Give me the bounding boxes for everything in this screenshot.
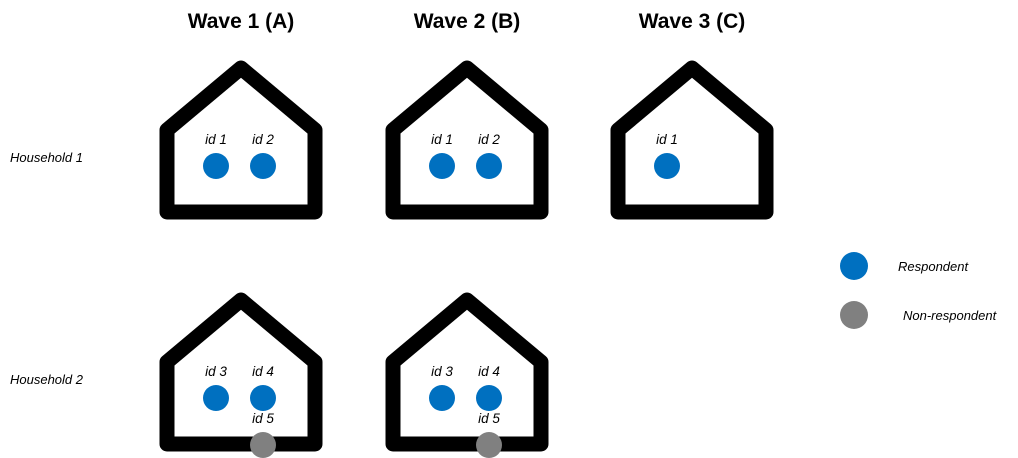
member-id-label: id 5 <box>252 411 274 426</box>
non-respondent-dot <box>250 432 276 458</box>
member-id-label: id 4 <box>252 364 274 379</box>
member-id-label: id 5 <box>478 411 500 426</box>
legend-respondent-swatch <box>840 252 868 280</box>
house-outline <box>610 60 774 220</box>
non-respondent-dot <box>476 432 502 458</box>
member-id-label: id 3 <box>205 364 227 379</box>
house: id 1 id 2 <box>385 60 549 220</box>
member-id-label: id 2 <box>478 132 500 147</box>
house: id 1 <box>610 60 774 220</box>
house: id 3 id 4 id 5 <box>385 292 549 458</box>
wave-title-3: Wave 3 (C) <box>639 10 746 33</box>
house-outline <box>385 292 549 452</box>
respondent-dot <box>429 153 455 179</box>
house-outline <box>385 60 549 220</box>
house: id 3 id 4 id 5 <box>159 292 323 458</box>
respondent-dot <box>250 153 276 179</box>
respondent-dot <box>203 385 229 411</box>
respondent-dot <box>476 153 502 179</box>
member-id-label: id 3 <box>431 364 453 379</box>
legend-non-respondent-swatch <box>840 301 868 329</box>
household-label-1: Household 1 <box>10 150 83 165</box>
wave-title-1: Wave 1 (A) <box>188 10 295 33</box>
member-id-label: id 2 <box>252 132 274 147</box>
member-id-label: id 4 <box>478 364 500 379</box>
respondent-dot <box>429 385 455 411</box>
house: id 1 id 2 <box>159 60 323 220</box>
respondent-dot <box>654 153 680 179</box>
legend-non-respondent-label: Non-respondent <box>903 308 998 323</box>
wave-title-2: Wave 2 (B) <box>414 10 521 33</box>
household-label-2: Household 2 <box>10 372 84 387</box>
member-id-label: id 1 <box>205 132 227 147</box>
respondent-dot <box>203 153 229 179</box>
respondent-dot <box>250 385 276 411</box>
legend-respondent-label: Respondent <box>898 259 969 274</box>
member-id-label: id 1 <box>656 132 678 147</box>
house-outline <box>159 292 323 452</box>
respondent-dot <box>476 385 502 411</box>
houses-layer: id 1 id 2 id 1 id 2 id 1 id 3 id 4 id 5 id 3 id 4… <box>159 60 774 458</box>
house-outline <box>159 60 323 220</box>
member-id-label: id 1 <box>431 132 453 147</box>
